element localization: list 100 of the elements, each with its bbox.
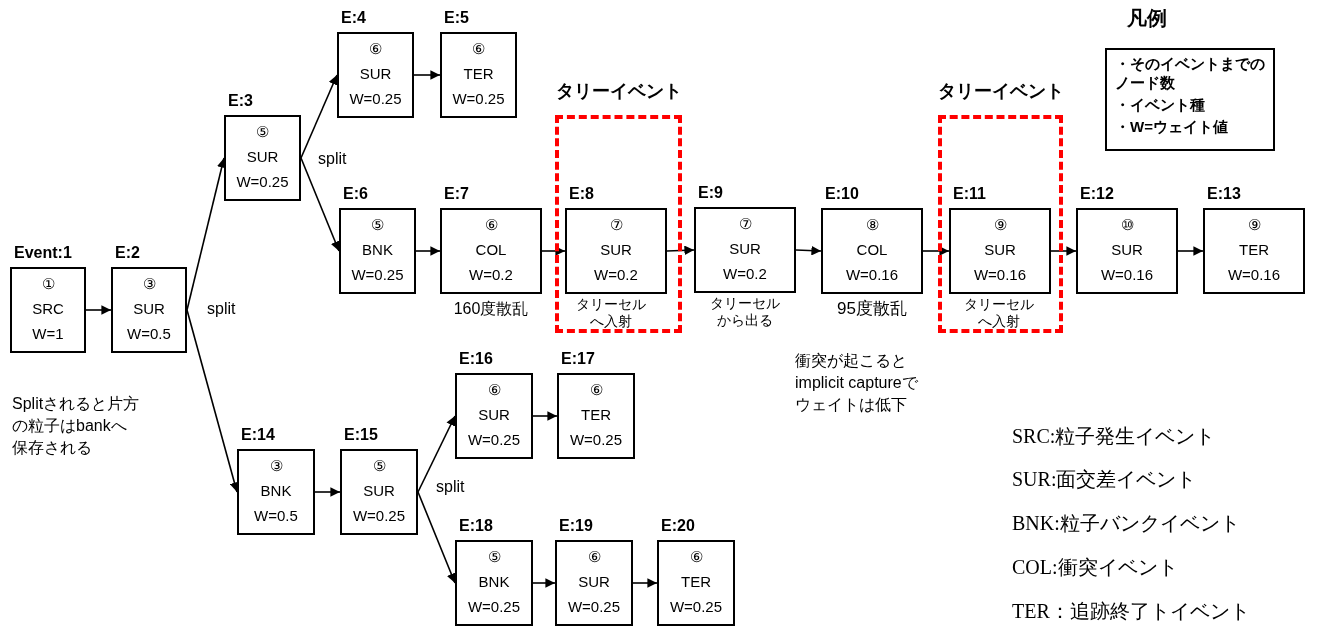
event-type: SUR bbox=[599, 240, 633, 260]
event-type: SUR bbox=[477, 405, 511, 425]
weight-value: W=0.25 bbox=[466, 597, 522, 617]
note-text: Splitされると片方の粒子はbankへ保存される bbox=[12, 394, 141, 458]
arrow bbox=[532, 578, 556, 588]
abbreviation-text: TER：追跡終了トイベント bbox=[1012, 599, 1251, 624]
weight-value: W=0.16 bbox=[1099, 265, 1155, 285]
weight-value: W=0.2 bbox=[593, 265, 639, 285]
region-heading: タリーイベント bbox=[555, 81, 682, 101]
event-type: SUR bbox=[577, 572, 611, 592]
split-label: split bbox=[207, 299, 237, 319]
node-count: ⑥ bbox=[471, 39, 486, 59]
split-label: split bbox=[318, 149, 348, 169]
event-label: E:11 bbox=[953, 184, 986, 204]
event-type: SUR bbox=[245, 147, 280, 167]
node-count: ① bbox=[40, 274, 56, 294]
weight-value: W=0.16 bbox=[844, 265, 900, 285]
weight-value: W=0.25 bbox=[566, 597, 622, 617]
node-count: ⑧ bbox=[864, 215, 880, 235]
event-note: タリーセルへ入射 bbox=[575, 296, 647, 330]
event-label: E:2 bbox=[115, 243, 140, 263]
event-type: BNK bbox=[259, 481, 293, 501]
arrow bbox=[922, 246, 950, 256]
event-type: SUR bbox=[1110, 240, 1144, 260]
event-label: E:5 bbox=[444, 8, 469, 28]
event-type: SUR bbox=[132, 299, 166, 319]
node-count: ⑨ bbox=[1246, 215, 1262, 235]
node-count: ③ bbox=[268, 456, 284, 476]
split-label: split bbox=[436, 477, 466, 497]
event-label: E:19 bbox=[559, 516, 593, 536]
event-type: TER bbox=[680, 572, 712, 592]
event-label: E:7 bbox=[444, 184, 469, 204]
weight-value: W=0.5 bbox=[253, 506, 299, 526]
event-label: E:20 bbox=[661, 516, 695, 536]
abbreviation-text: BNK:粒子バンクイベント bbox=[1012, 511, 1241, 536]
weight-value: W=0.25 bbox=[350, 265, 405, 285]
weight-value: W=0.25 bbox=[466, 430, 522, 450]
event-label: E:4 bbox=[341, 8, 366, 28]
arrow bbox=[632, 578, 658, 588]
node-count: ⑨ bbox=[992, 215, 1008, 235]
weight-value: W=0.16 bbox=[972, 265, 1028, 285]
arrow bbox=[314, 487, 341, 497]
abbreviation-text: COL:衝突イベント bbox=[1012, 555, 1179, 580]
arrow bbox=[666, 245, 695, 256]
node-count: ⑥ bbox=[586, 547, 602, 567]
weight-value: W=0.5 bbox=[126, 324, 172, 344]
event-type: BNK bbox=[477, 572, 511, 592]
arrow bbox=[795, 245, 822, 256]
node-count: ⑦ bbox=[608, 215, 624, 235]
event-type: TER bbox=[462, 64, 495, 84]
event-label: E:12 bbox=[1080, 184, 1114, 204]
event-label: Event:1 bbox=[14, 243, 72, 263]
event-label: E:9 bbox=[698, 183, 723, 203]
abbreviation-text: SRC:粒子発生イベント bbox=[1012, 424, 1217, 449]
event-label: E:18 bbox=[459, 516, 493, 536]
node-count: ⑥ bbox=[368, 39, 383, 59]
weight-value: W=0.16 bbox=[1226, 265, 1282, 285]
event-note: タリーセルへ入射 bbox=[963, 296, 1035, 330]
node-count: ⑤ bbox=[486, 547, 502, 567]
event-note: 160度散乱 bbox=[452, 300, 530, 317]
event-type: SUR bbox=[983, 240, 1017, 260]
arrow bbox=[413, 70, 441, 80]
event-label: E:14 bbox=[241, 425, 275, 445]
legend-item: ・イベント種 bbox=[1115, 95, 1206, 114]
event-label: E:16 bbox=[459, 349, 493, 369]
event-label: E:13 bbox=[1207, 184, 1241, 204]
abbreviation-text: SUR:面交差イベント bbox=[1012, 467, 1198, 492]
event-label: E:8 bbox=[569, 184, 594, 204]
node-count: ⑤ bbox=[255, 122, 270, 142]
node-count: ⑩ bbox=[1119, 215, 1135, 235]
weight-value: W=0.2 bbox=[468, 265, 514, 285]
event-type: TER bbox=[1238, 240, 1270, 260]
event-note: 95度散乱 bbox=[836, 300, 908, 317]
event-label: E:15 bbox=[344, 425, 378, 445]
arrow bbox=[1050, 246, 1077, 256]
event-type: SRC bbox=[31, 299, 65, 319]
weight-value: W=0.25 bbox=[568, 430, 624, 450]
region-heading: タリーイベント bbox=[938, 81, 1063, 101]
event-type: COL bbox=[474, 240, 508, 260]
weight-value: W=0.25 bbox=[668, 597, 724, 617]
weight-value: W=0.25 bbox=[235, 172, 290, 192]
arrow bbox=[417, 415, 456, 493]
arrow bbox=[85, 305, 112, 315]
event-label: E:3 bbox=[228, 91, 253, 111]
node-count: ⑦ bbox=[737, 214, 753, 234]
event-type: SUR bbox=[362, 481, 396, 501]
weight-value: W=0.2 bbox=[722, 264, 768, 284]
event-type: BNK bbox=[361, 240, 394, 260]
note-text: 衝突が起こるとimplicit captureでウェイトは低下 bbox=[795, 351, 919, 415]
weight-value: W=1 bbox=[31, 324, 65, 344]
arrow bbox=[415, 246, 441, 256]
event-type: TER bbox=[580, 405, 612, 425]
node-count: ⑥ bbox=[688, 547, 704, 567]
node-count: ⑤ bbox=[371, 456, 387, 476]
event-note: タリーセルから出る bbox=[709, 295, 781, 329]
node-count: ⑥ bbox=[483, 215, 499, 235]
node-count: ③ bbox=[141, 274, 157, 294]
arrow bbox=[541, 246, 566, 256]
event-label: E:6 bbox=[343, 184, 368, 204]
event-type: SUR bbox=[358, 64, 393, 84]
